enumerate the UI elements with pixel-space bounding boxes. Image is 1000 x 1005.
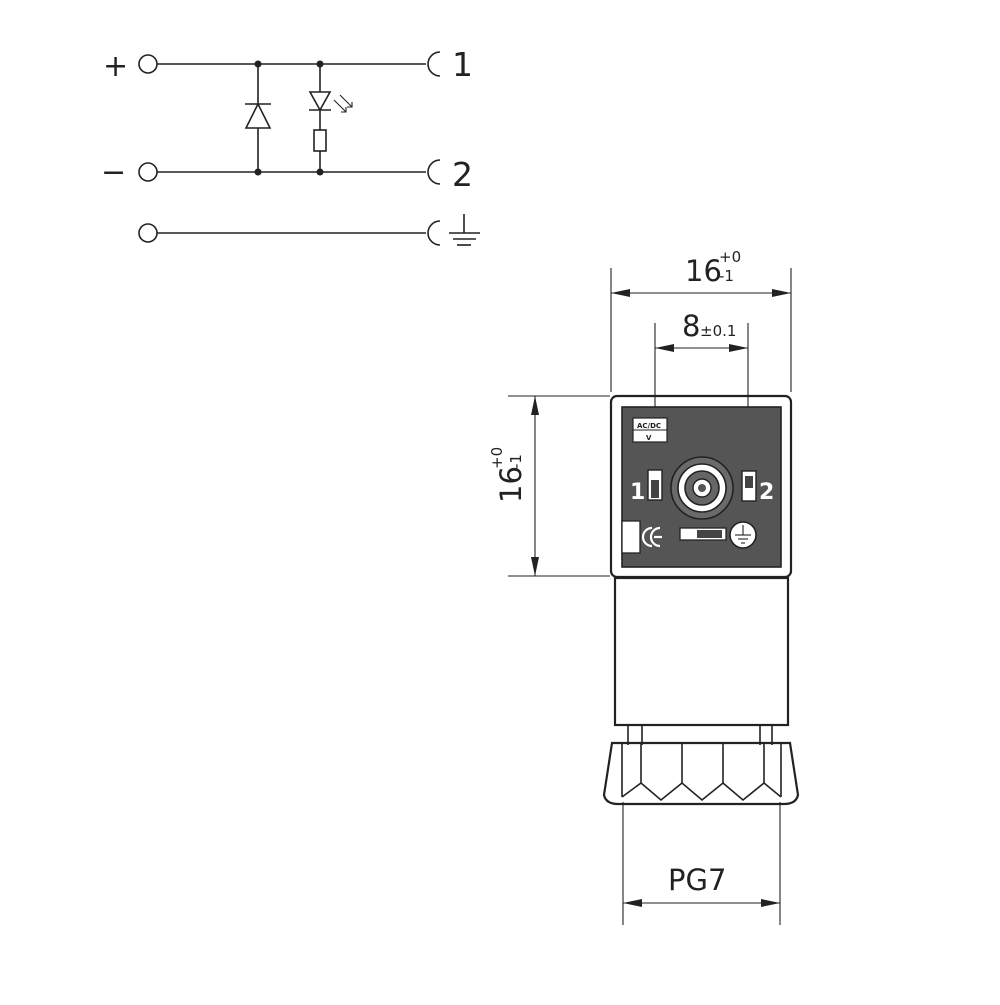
face-pin1-label: 1: [630, 480, 645, 505]
face-pin2-label: 2: [759, 480, 774, 505]
earth-symbol-icon: [729, 521, 757, 549]
pin-spacing-value: 8: [682, 309, 700, 343]
ce-mark-icon: [621, 520, 662, 554]
housing-neck: [627, 725, 773, 745]
height-tol-lower: -1: [507, 454, 525, 469]
height-dimension: 16 +0 -1: [488, 395, 610, 577]
terminal-plus: [138, 54, 158, 74]
rating-line-1: AC/DC: [637, 422, 661, 430]
circuit-schematic: + −: [101, 45, 480, 246]
contact-arc-2: [427, 159, 441, 185]
ground-contact: [679, 527, 727, 541]
ground-icon: [449, 214, 480, 246]
contact-arc-1: [427, 51, 441, 77]
pin2-contact: [741, 470, 757, 502]
gland-dimension: PG7: [622, 802, 781, 925]
diode-symbol: [244, 64, 272, 172]
top-width-tol-upper: +0: [719, 248, 741, 266]
screw-icon: [670, 456, 734, 520]
pin1-label: 1: [452, 45, 473, 84]
terminal-ground: [138, 223, 158, 243]
gland-label: PG7: [668, 863, 726, 897]
pin1-contact: [647, 469, 663, 501]
height-value: 16: [494, 466, 528, 503]
cable-gland-nut: [602, 741, 800, 806]
terminal-minus: [138, 162, 158, 182]
led-symbol: [308, 64, 353, 130]
lower-housing: [613, 576, 790, 727]
minus-label: −: [101, 155, 126, 190]
top-width-tol-lower: -1: [719, 267, 734, 285]
connector-body: AC/DC V 1 2: [602, 394, 800, 806]
resistor-symbol: [313, 129, 327, 172]
rating-label: AC/DC V: [632, 417, 668, 443]
pin-spacing-tol: ±0.1: [700, 322, 736, 340]
plus-label: +: [103, 49, 128, 84]
rating-line-2: V: [646, 434, 652, 442]
top-width-dimension: 16 +0 -1: [610, 248, 792, 392]
top-width-value: 16: [685, 254, 722, 288]
pin2-label: 2: [452, 155, 473, 194]
contact-arc-ground: [427, 220, 441, 246]
height-tol-upper: +0: [488, 447, 506, 469]
